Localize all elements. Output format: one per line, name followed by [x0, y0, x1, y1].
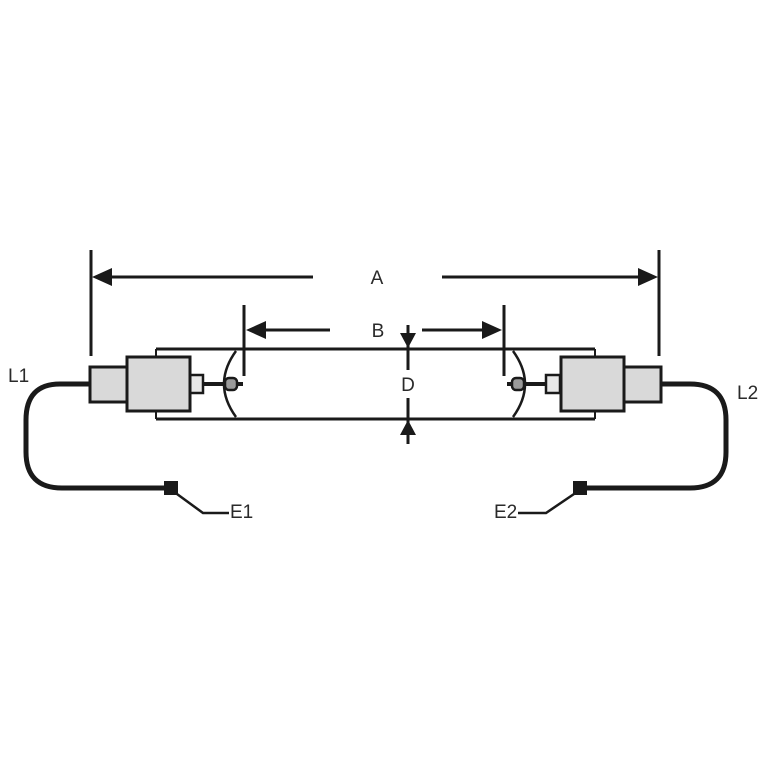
dimension-a [89, 250, 661, 356]
left-electrode-tip-icon [223, 376, 239, 392]
lead-wire-l2 [585, 381, 729, 491]
dimension-d-label: D [401, 375, 415, 396]
end-terminal-e1-icon [164, 481, 178, 495]
dimension-a-arrow-left-icon [92, 268, 112, 286]
e2-leader-line [518, 492, 575, 515]
right-electrode [507, 373, 562, 395]
left-base [88, 355, 192, 413]
right-electrode-holder [544, 373, 562, 395]
e1-leader-line [176, 492, 229, 515]
dimension-a-label: A [371, 268, 384, 289]
left-base-cap [88, 365, 129, 404]
right-base-cap [622, 365, 663, 404]
dimension-d-arrow-down-icon [400, 333, 416, 348]
right-electrode-tip-icon [510, 376, 526, 392]
left-electrode [188, 373, 243, 395]
dimension-a-arrow-right-icon [638, 268, 658, 286]
dimension-d [400, 325, 416, 444]
dimension-b [242, 305, 506, 376]
l2-label: L2 [737, 383, 758, 404]
l1-label: L1 [8, 366, 29, 387]
dimension-b-arrow-right-icon [482, 321, 502, 339]
dimension-b-label: B [372, 321, 385, 342]
right-base [559, 355, 663, 413]
left-base-block [125, 355, 192, 413]
e1-label: E1 [230, 502, 253, 523]
lead-wire-l1 [23, 381, 165, 491]
left-electrode-holder [188, 373, 205, 395]
e2-label: E2 [494, 502, 517, 523]
right-base-block [559, 355, 626, 413]
dimension-b-arrow-left-icon [246, 321, 266, 339]
end-terminal-e2-icon [573, 481, 587, 495]
dimension-d-arrow-up-icon [400, 420, 416, 435]
